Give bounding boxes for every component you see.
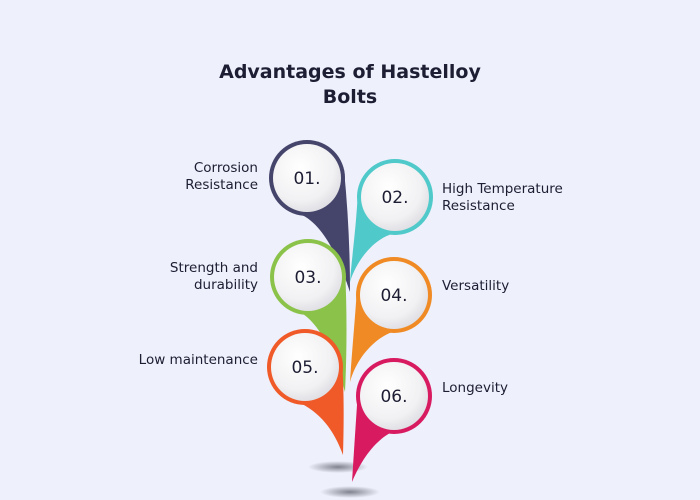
pin-number-02: 02. [381, 188, 408, 208]
label-high-temperature-resistance: High Temperature Resistance [442, 181, 563, 215]
label-versatility: Versatility [442, 278, 509, 295]
label-line: High Temperature [442, 181, 563, 197]
label-line: Resistance [185, 177, 258, 193]
pin-04 [350, 257, 432, 382]
pin-number-03: 03. [294, 268, 321, 288]
label-line: Versatility [442, 278, 510, 294]
diagram-title: Advantages of Hastelloy Bolts [0, 60, 700, 110]
label-low-maintenance: Low maintenance [139, 352, 258, 369]
label-line: Corrosion [193, 160, 258, 176]
pin-05 [267, 329, 344, 455]
pin-01 [269, 140, 350, 292]
title-line-2: Bolts [322, 86, 378, 108]
label-line: Strength and [169, 260, 258, 276]
pin-number-06: 06. [380, 387, 407, 407]
label-line: Longevity [442, 380, 508, 396]
pin-number-05: 05. [291, 358, 318, 378]
title-line-1: Advantages of Hastelloy [219, 61, 481, 83]
pin-number-04: 04. [380, 286, 407, 306]
pin-06 [352, 358, 432, 482]
pin-02 [350, 159, 433, 282]
label-line: Resistance [442, 198, 515, 214]
pin-03 [270, 239, 347, 392]
label-corrosion-resistance: Corrosion Resistance [185, 160, 258, 194]
pin-shadow [320, 486, 380, 498]
label-longevity: Longevity [442, 380, 508, 397]
pin-number-01: 01. [293, 169, 320, 189]
label-line: durability [193, 277, 258, 293]
label-line: Low maintenance [138, 352, 258, 368]
label-strength-durability: Strength and durability [170, 260, 258, 294]
